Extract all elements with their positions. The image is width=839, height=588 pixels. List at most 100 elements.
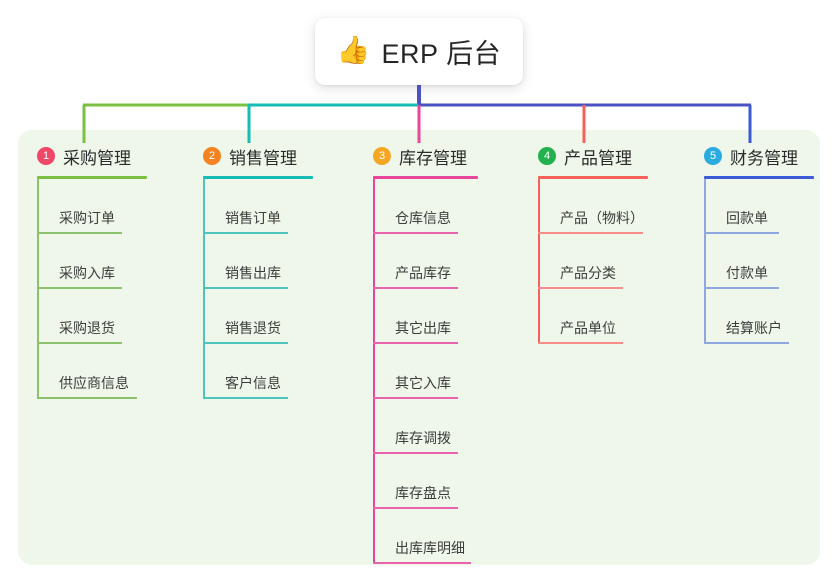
branch-column-1: 1 采购管理 采购订单 采购入库 采购退货 供应商信息 bbox=[37, 144, 187, 399]
branches-panel bbox=[18, 130, 820, 565]
list-item[interactable]: 销售订单 bbox=[203, 179, 353, 234]
root-node-title: ERP 后台 bbox=[381, 39, 502, 69]
item-rule bbox=[373, 342, 458, 344]
item-label: 其它入库 bbox=[395, 375, 451, 391]
branch-spine-3 bbox=[373, 179, 375, 564]
branch-spine-1 bbox=[37, 179, 39, 399]
item-label: 出库库明细 bbox=[395, 540, 465, 556]
branch-title-4: 产品管理 bbox=[564, 148, 632, 168]
list-item[interactable]: 产品分类 bbox=[538, 234, 708, 289]
branch-items-3: 仓库信息 产品库存 其它出库 其它入库 库存调拨 库存盘点 bbox=[373, 179, 533, 564]
item-rule bbox=[373, 562, 471, 564]
item-label: 产品库存 bbox=[395, 265, 451, 281]
item-label: 结算账户 bbox=[726, 320, 782, 336]
branch-badge-5: 5 bbox=[704, 147, 722, 165]
item-label: 产品（物料） bbox=[560, 210, 644, 226]
branch-title-2: 销售管理 bbox=[229, 148, 297, 168]
branch-column-5: 5 财务管理 回款单 付款单 结算账户 bbox=[704, 144, 839, 344]
item-label: 产品分类 bbox=[560, 265, 616, 281]
item-label: 其它出库 bbox=[395, 320, 451, 336]
root-node-content: 👍 ERP 后台 bbox=[337, 32, 501, 71]
branch-spine-2 bbox=[203, 179, 205, 399]
item-rule bbox=[373, 452, 458, 454]
item-label: 库存调拨 bbox=[395, 430, 451, 446]
list-item[interactable]: 其它入库 bbox=[373, 344, 533, 399]
list-item[interactable]: 其它出库 bbox=[373, 289, 533, 344]
branch-items-5: 回款单 付款单 结算账户 bbox=[704, 179, 839, 344]
branch-column-4: 4 产品管理 产品（物料） 产品分类 产品单位 bbox=[538, 144, 708, 344]
branch-rule-5 bbox=[704, 176, 814, 179]
list-item[interactable]: 采购退货 bbox=[37, 289, 187, 344]
item-rule bbox=[538, 342, 623, 344]
item-rule bbox=[704, 342, 789, 344]
branch-header-1[interactable]: 1 采购管理 bbox=[37, 144, 187, 168]
branch-rule-3 bbox=[373, 176, 478, 179]
thumbs-up-icon: 👍 bbox=[336, 35, 371, 65]
item-label: 仓库信息 bbox=[395, 210, 451, 226]
item-rule bbox=[203, 232, 288, 234]
root-node[interactable]: 👍 ERP 后台 bbox=[315, 18, 523, 85]
item-rule bbox=[373, 397, 458, 399]
branch-rule-1 bbox=[37, 176, 147, 179]
item-rule bbox=[37, 287, 122, 289]
list-item[interactable]: 销售出库 bbox=[203, 234, 353, 289]
item-label: 销售退货 bbox=[225, 320, 281, 336]
list-item[interactable]: 产品库存 bbox=[373, 234, 533, 289]
branch-badge-3: 3 bbox=[373, 147, 391, 165]
item-rule bbox=[373, 287, 458, 289]
item-rule bbox=[704, 287, 779, 289]
branch-spine-4 bbox=[538, 179, 540, 344]
item-rule bbox=[203, 287, 288, 289]
item-label: 采购订单 bbox=[59, 210, 115, 226]
branch-header-5[interactable]: 5 财务管理 bbox=[704, 144, 839, 168]
list-item[interactable]: 仓库信息 bbox=[373, 179, 533, 234]
list-item[interactable]: 产品单位 bbox=[538, 289, 708, 344]
branch-header-2[interactable]: 2 销售管理 bbox=[203, 144, 353, 168]
branch-column-3: 3 库存管理 仓库信息 产品库存 其它出库 其它入库 库存调拨 bbox=[373, 144, 533, 564]
item-rule bbox=[203, 397, 288, 399]
item-rule bbox=[373, 507, 458, 509]
item-rule bbox=[538, 287, 623, 289]
branch-rule-4 bbox=[538, 176, 648, 179]
branch-items-1: 采购订单 采购入库 采购退货 供应商信息 bbox=[37, 179, 187, 399]
item-rule bbox=[373, 232, 458, 234]
list-item[interactable]: 库存调拨 bbox=[373, 399, 533, 454]
item-label: 库存盘点 bbox=[395, 485, 451, 501]
item-rule bbox=[538, 232, 643, 234]
branch-rule-2 bbox=[203, 176, 313, 179]
branch-title-5: 财务管理 bbox=[730, 148, 798, 168]
list-item[interactable]: 出库库明细 bbox=[373, 509, 533, 564]
list-item[interactable]: 库存盘点 bbox=[373, 454, 533, 509]
list-item[interactable]: 采购订单 bbox=[37, 179, 187, 234]
list-item[interactable]: 结算账户 bbox=[704, 289, 839, 344]
item-label: 销售出库 bbox=[225, 265, 281, 281]
branch-badge-2: 2 bbox=[203, 147, 221, 165]
list-item[interactable]: 客户信息 bbox=[203, 344, 353, 399]
list-item[interactable]: 付款单 bbox=[704, 234, 839, 289]
branch-badge-4: 4 bbox=[538, 147, 556, 165]
list-item[interactable]: 供应商信息 bbox=[37, 344, 187, 399]
item-label: 采购入库 bbox=[59, 265, 115, 281]
branch-header-3[interactable]: 3 库存管理 bbox=[373, 144, 533, 168]
list-item[interactable]: 采购入库 bbox=[37, 234, 187, 289]
list-item[interactable]: 产品（物料） bbox=[538, 179, 708, 234]
item-label: 采购退货 bbox=[59, 320, 115, 336]
item-rule bbox=[37, 397, 137, 399]
item-label: 回款单 bbox=[726, 210, 768, 226]
item-label: 产品单位 bbox=[560, 320, 616, 336]
list-item[interactable]: 回款单 bbox=[704, 179, 839, 234]
list-item[interactable]: 销售退货 bbox=[203, 289, 353, 344]
item-label: 付款单 bbox=[726, 265, 768, 281]
branch-items-2: 销售订单 销售出库 销售退货 客户信息 bbox=[203, 179, 353, 399]
item-label: 客户信息 bbox=[225, 375, 281, 391]
branch-title-3: 库存管理 bbox=[399, 148, 467, 168]
item-label: 销售订单 bbox=[225, 210, 281, 226]
branch-badge-1: 1 bbox=[37, 147, 55, 165]
branch-header-4[interactable]: 4 产品管理 bbox=[538, 144, 708, 168]
branch-title-1: 采购管理 bbox=[63, 148, 131, 168]
branch-column-2: 2 销售管理 销售订单 销售出库 销售退货 客户信息 bbox=[203, 144, 353, 399]
item-label: 供应商信息 bbox=[59, 375, 129, 391]
branch-items-4: 产品（物料） 产品分类 产品单位 bbox=[538, 179, 708, 344]
item-rule bbox=[37, 342, 122, 344]
